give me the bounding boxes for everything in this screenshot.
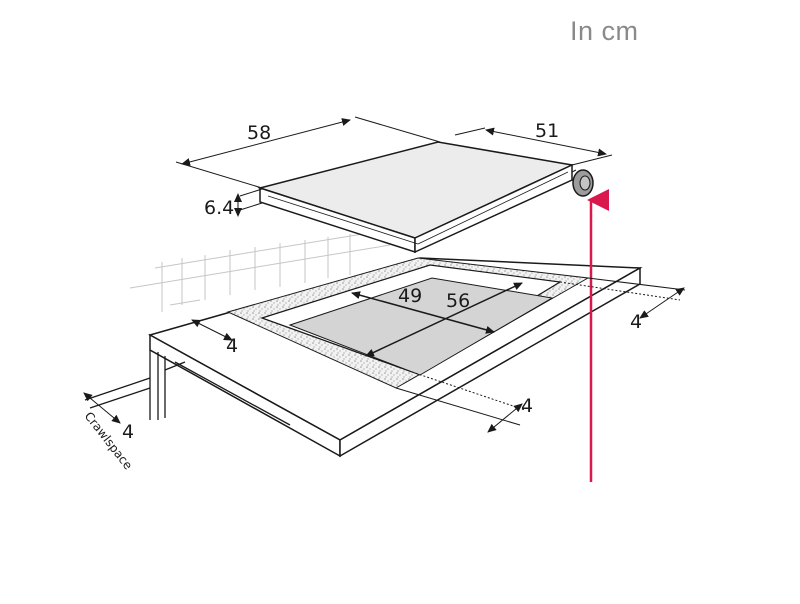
left-clearance-label: 4	[226, 335, 238, 357]
cutout-width-label: 56	[446, 290, 470, 312]
cutout-dimension-lines	[351, 282, 523, 357]
hob-width-label: 58	[247, 122, 271, 144]
connector-icon	[571, 169, 594, 197]
cabinet-frame	[84, 350, 291, 426]
hob-height-label: 6.4	[204, 197, 234, 219]
wall-tiles	[129, 231, 391, 312]
front-clearance-label: 4	[521, 395, 533, 417]
cutout-depth-label: 49	[398, 285, 422, 307]
hob-appliance	[257, 141, 575, 254]
hob-dimension-lines	[175, 116, 613, 217]
right-clearance-label: 4	[630, 311, 642, 333]
rear-clearance-label: 4	[122, 421, 134, 443]
clearance-dimension-lines	[83, 277, 686, 433]
units-label: In cm	[570, 16, 639, 46]
hob-depth-label: 51	[535, 120, 559, 142]
